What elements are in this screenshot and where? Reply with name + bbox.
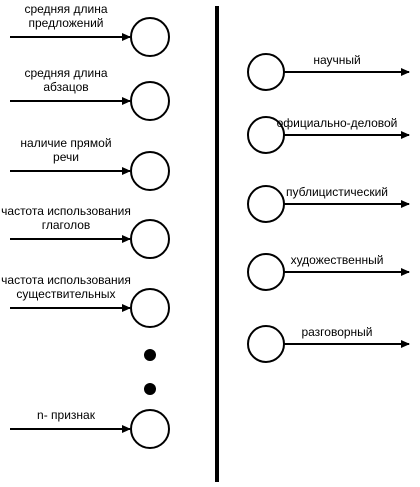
input-neuron-circle xyxy=(130,151,170,191)
input-label-line: глаголов xyxy=(42,218,91,232)
input-label-line: существительных xyxy=(16,287,115,301)
input-label-line: частота использования xyxy=(1,204,131,218)
input-label-line: абзацов xyxy=(43,80,88,94)
output-label: научный xyxy=(313,53,360,67)
output-node: разговорный xyxy=(247,325,410,363)
output-label: художественный xyxy=(291,253,384,267)
input-neuron-circle xyxy=(130,81,170,121)
output-neurons: научный официально-деловой публицистически… xyxy=(247,53,410,363)
input-neuron-circle xyxy=(130,219,170,259)
output-neuron-circle xyxy=(247,253,285,291)
input-label-line: средняя длина xyxy=(24,2,107,16)
input-neuron-circle xyxy=(130,288,170,328)
output-label: разговорный xyxy=(301,325,372,339)
input-label-line: n- признак xyxy=(37,408,96,422)
input-label-line: наличие прямой xyxy=(20,136,111,150)
input-neuron-circle xyxy=(130,409,170,449)
output-node: научный xyxy=(247,53,410,91)
input-label-line: средняя длина xyxy=(24,66,107,80)
ellipsis-dot xyxy=(144,349,156,361)
output-neuron-circle xyxy=(247,53,285,91)
input-label-line: предложений xyxy=(29,16,104,30)
output-node: публицистический xyxy=(247,185,410,223)
output-neuron-circle xyxy=(247,325,285,363)
input-node: n- признак xyxy=(10,408,170,449)
input-neuron-circle xyxy=(130,17,170,57)
output-label: официально-деловой xyxy=(277,116,398,130)
output-label: публицистический xyxy=(286,185,388,199)
input-label-line: речи xyxy=(53,150,79,164)
input-label-line: частота использования xyxy=(1,273,131,287)
output-neuron-circle xyxy=(247,185,285,223)
output-node: художественный xyxy=(247,253,410,291)
ellipsis-dot xyxy=(144,383,156,395)
output-node: официально-деловой xyxy=(247,116,410,154)
